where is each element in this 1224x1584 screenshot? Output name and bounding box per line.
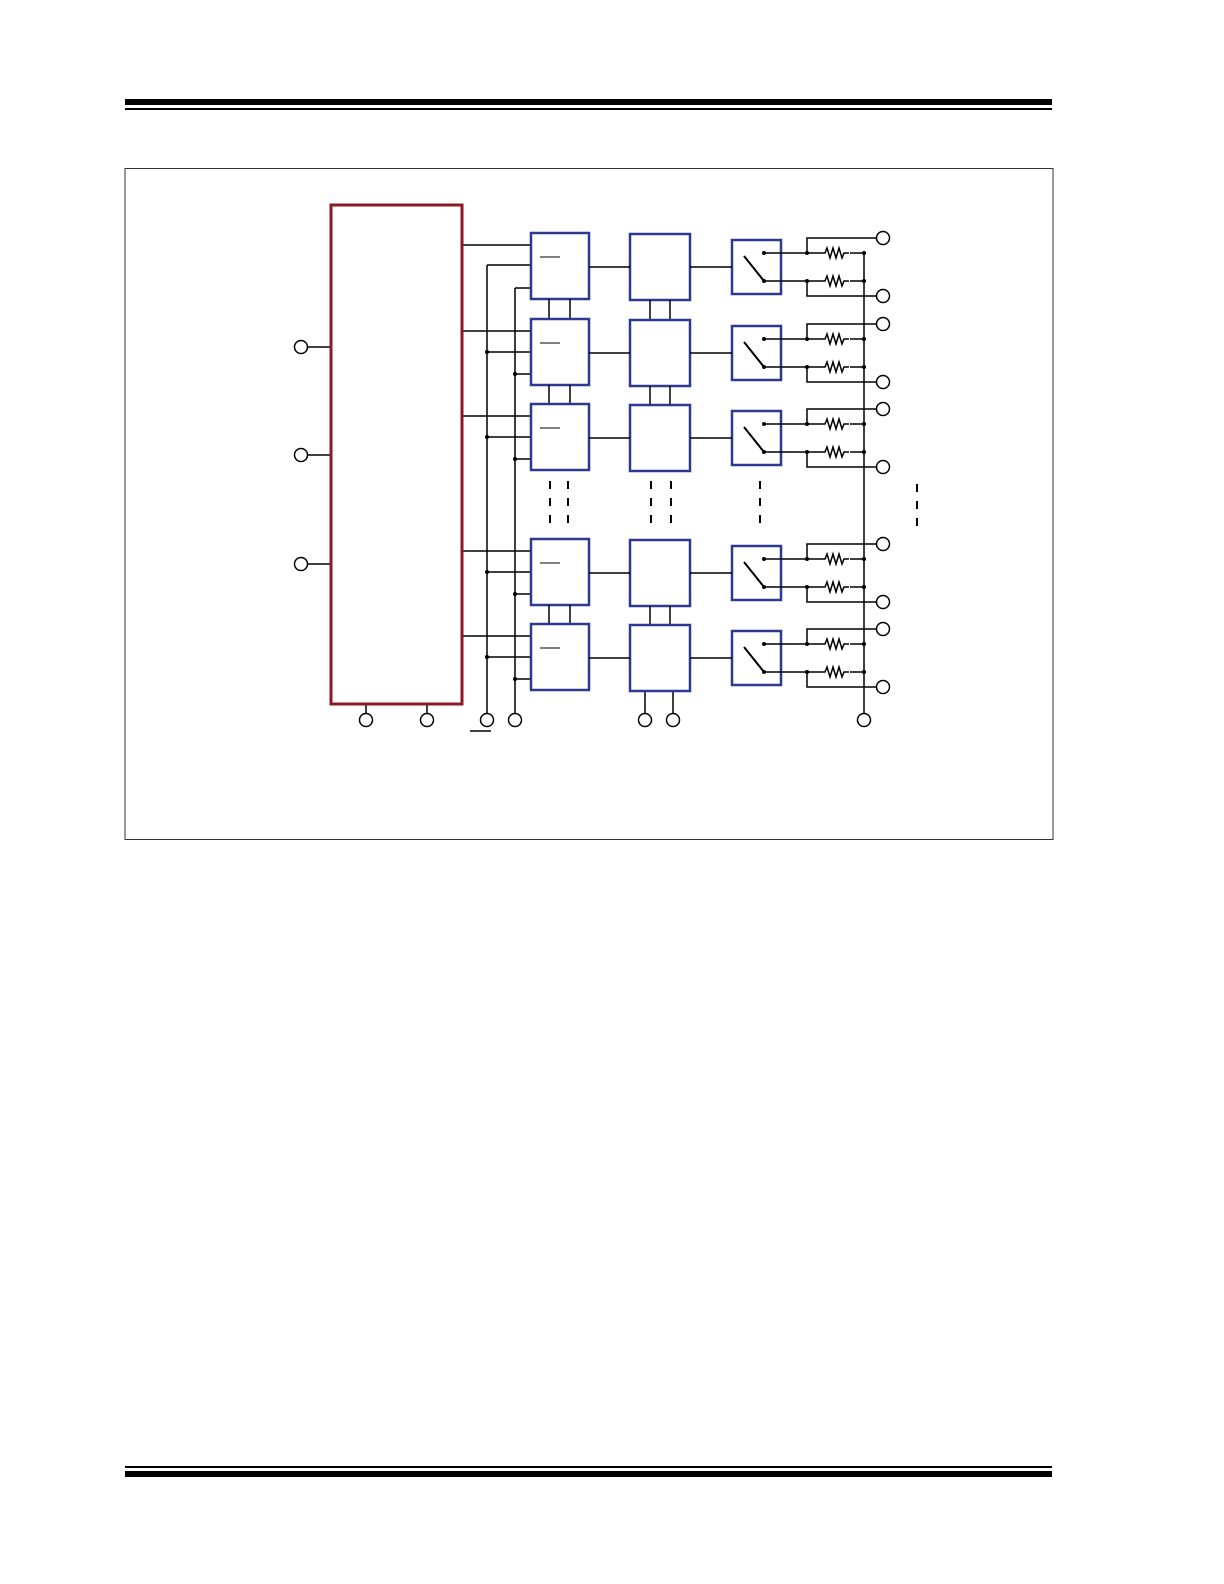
junction-dot-icon (862, 251, 866, 255)
junction-dot-icon (485, 655, 489, 659)
footer-rule-thin (125, 1466, 1052, 1468)
junction-dot-icon (485, 350, 489, 354)
pin-terminal-icon (875, 230, 891, 246)
junction-dot-icon (485, 435, 489, 439)
switch-icon (743, 426, 765, 453)
pin-terminal-icon (875, 374, 891, 390)
shift-register-block (529, 402, 591, 472)
output-wire-a (806, 408, 876, 424)
junction-dot-icon (862, 557, 866, 561)
junction-dot-icon (862, 642, 866, 646)
resistor-icon (821, 359, 849, 375)
output-wire-b (806, 587, 876, 603)
pin-terminal-icon (293, 339, 309, 355)
channel-row (462, 231, 876, 320)
resistor-icon (821, 551, 849, 567)
pin-terminal-icon (856, 712, 872, 728)
resistor-icon (821, 636, 849, 652)
resistor-icon (821, 331, 849, 347)
control-logic-block (329, 203, 464, 706)
pin-terminal-icon (875, 288, 891, 304)
pin-terminal-icon (875, 621, 891, 637)
pin-terminal-icon (875, 536, 891, 552)
junction-dot-icon (862, 585, 866, 589)
resistor-icon (821, 579, 849, 595)
pin-terminal-icon (293, 556, 309, 572)
switch-block (730, 238, 783, 296)
switch-block (730, 629, 783, 687)
channel-row (462, 622, 876, 693)
shift-register-block (529, 537, 591, 607)
junction-dot-icon (513, 372, 517, 376)
pin-terminal-icon (507, 712, 523, 728)
switch-icon (743, 341, 765, 368)
output-wire-b (806, 281, 876, 297)
switch-icon (743, 255, 765, 282)
resistor-icon (821, 416, 849, 432)
pin-terminal-icon (875, 316, 891, 332)
output-wire-a (806, 628, 876, 644)
junction-dot-icon (862, 337, 866, 341)
pin-terminal-icon (665, 712, 681, 728)
output-wire-a (806, 237, 876, 253)
junction-dot-icon (862, 365, 866, 369)
junction-dot-icon (862, 422, 866, 426)
resistor-icon (821, 444, 849, 460)
output-wire-b (806, 367, 876, 383)
resistor-icon (821, 273, 849, 289)
junction-dot-icon (513, 457, 517, 461)
figure-frame (124, 168, 1054, 840)
junction-dot-icon (485, 570, 489, 574)
pin-terminal-icon (875, 459, 891, 475)
pin-terminal-icon (358, 712, 374, 728)
latch-block (628, 232, 692, 302)
channel-row (462, 317, 876, 405)
channel-row (462, 402, 876, 473)
channel-row (462, 537, 876, 625)
switch-block (730, 324, 783, 382)
switch-icon (743, 646, 765, 673)
pin-terminal-icon (875, 679, 891, 695)
header-rule-thick (125, 99, 1052, 105)
output-wire-a (806, 543, 876, 559)
header-rule-thin (125, 108, 1052, 110)
latch-block (628, 538, 692, 608)
switch-block (730, 544, 783, 602)
latch-block (628, 623, 692, 693)
pin-terminal-icon (479, 712, 495, 728)
shift-register-block (529, 317, 591, 387)
footer-rule-thick (125, 1471, 1052, 1477)
pin-terminal-icon (875, 594, 891, 610)
pin-terminal-icon (637, 712, 653, 728)
pin-terminal-icon (293, 447, 309, 463)
latch-block (628, 318, 692, 388)
pin-terminal-icon (419, 712, 435, 728)
output-wire-b (806, 452, 876, 468)
pin-terminal-icon (875, 401, 891, 417)
junction-dot-icon (862, 670, 866, 674)
resistor-icon (821, 245, 849, 261)
shift-register-block (529, 231, 591, 301)
junction-dot-icon (513, 677, 517, 681)
junction-dot-icon (862, 279, 866, 283)
latch-block (628, 403, 692, 473)
output-wire-b (806, 672, 876, 688)
shift-register-block (529, 622, 591, 692)
switch-block (730, 409, 783, 467)
junction-dot-icon (513, 592, 517, 596)
switch-icon (743, 561, 765, 588)
output-wire-a (806, 323, 876, 339)
junction-dot-icon (862, 450, 866, 454)
resistor-icon (821, 664, 849, 680)
